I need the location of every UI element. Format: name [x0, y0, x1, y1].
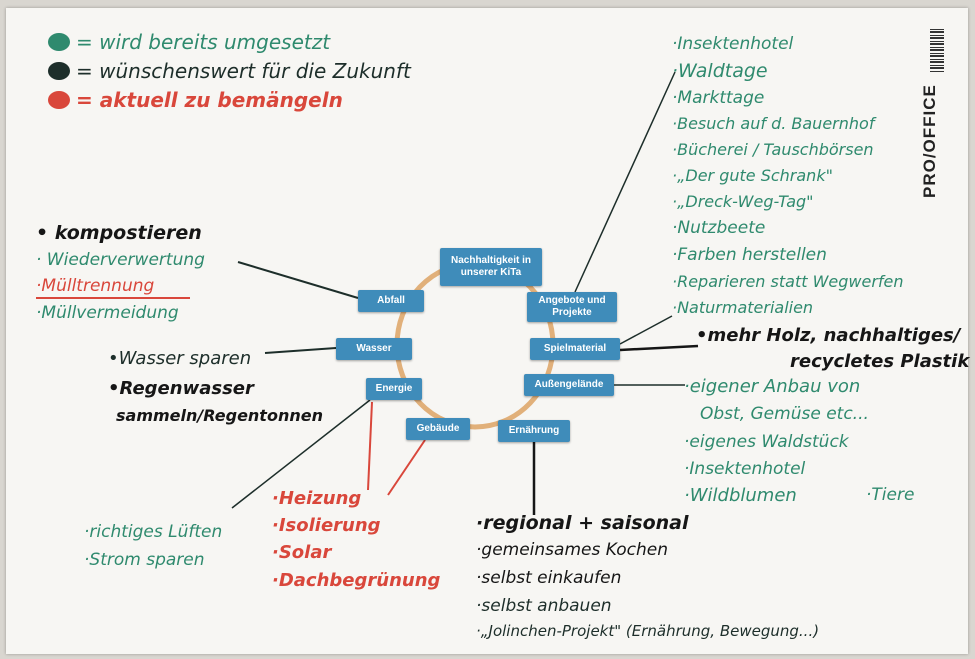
note-gebaeude-4: ·Dachbegrünung	[272, 570, 441, 591]
line-abfall	[237, 261, 359, 299]
legend-dot-deficient	[48, 91, 70, 109]
cycle-center: Nachhaltigkeit in unserer KiTa	[440, 248, 542, 286]
line-gebaeude-red	[387, 439, 426, 496]
legend-deficient: = aktuell zu bemängeln	[76, 88, 343, 112]
node-spielmaterial: Spielmaterial	[530, 338, 620, 360]
node-gebaeude: Gebäude	[406, 418, 470, 440]
line-wasser	[264, 347, 337, 354]
legend-dot-future	[48, 62, 70, 80]
note-ernaehrung-2: ·gemeinsames Kochen	[476, 540, 669, 560]
note-angebote-1: ·Insektenhotel	[672, 34, 794, 54]
note-aussen-1: ·eigener Anbau von	[684, 376, 861, 397]
node-abfall: Abfall	[358, 290, 424, 312]
note-spielmaterial-1: •mehr Holz, nachhaltiges/	[696, 325, 961, 346]
whiteboard	[6, 8, 968, 654]
note-spielmaterial-2: recycletes Plastik	[790, 351, 970, 372]
note-ernaehrung-4: ·selbst anbauen	[476, 596, 612, 616]
line-spielmaterial	[619, 344, 699, 352]
brand-logo: PRO/OFFICE	[920, 84, 939, 198]
note-ernaehrung-1: ·regional + saisonal	[476, 512, 689, 534]
line-angebote	[574, 71, 676, 293]
note-angebote-10: ·Reparieren statt Wegwerfen	[672, 272, 904, 291]
line-spielmaterial-green	[619, 315, 673, 345]
node-angebote: Angebote und Projekte	[527, 292, 617, 322]
note-gebaeude-2: ·Isolierung	[272, 515, 381, 536]
note-gebaeude-3: ·Solar	[272, 542, 332, 563]
legend-implemented: = wird bereits umgesetzt	[76, 30, 331, 54]
note-angebote-9: ·Farben herstellen	[672, 245, 827, 265]
barcode-icon	[930, 28, 944, 72]
note-ernaehrung-5: ·„Jolinchen-Projekt" (Ernährung, Bewegun…	[476, 622, 820, 640]
node-ernaehrung: Ernährung	[498, 420, 570, 442]
node-wasser: Wasser	[336, 338, 412, 360]
note-wasser-3: sammeln/Regentonnen	[116, 406, 323, 425]
note-angebote-5: ·Bücherei / Tauschbörsen	[672, 140, 874, 159]
note-abfall-4: ·Müllvermeidung	[36, 303, 179, 323]
note-energie-1: ·richtiges Lüften	[84, 522, 223, 542]
note-gebaeude-1: ·Heizung	[272, 488, 362, 509]
note-angebote-11: ·Naturmaterialien	[672, 298, 814, 317]
note-aussen-2: Obst, Gemüse etc...	[700, 404, 869, 424]
note-abfall-2: · Wiederverwertung	[36, 250, 205, 270]
note-ernaehrung-3: ·selbst einkaufen	[476, 568, 622, 588]
node-energie: Energie	[366, 378, 422, 400]
note-angebote-3: ·Markttage	[672, 88, 765, 108]
line-energie-red	[367, 401, 373, 491]
note-wasser-1: •Wasser sparen	[108, 348, 252, 369]
note-angebote-4: ·Besuch auf d. Bauernhof	[672, 114, 875, 133]
legend-dot-implemented	[48, 33, 70, 51]
note-aussen-6: ·Tiere	[866, 485, 915, 505]
note-aussen-3: ·eigenes Waldstück	[684, 432, 849, 452]
note-aussen-5: ·Wildblumen	[684, 485, 797, 506]
note-angebote-2: ·Waldtage	[672, 60, 768, 82]
note-wasser-2: •Regenwasser	[108, 378, 254, 399]
note-angebote-6: ·„Der gute Schrank"	[672, 166, 833, 185]
note-energie-2: ·Strom sparen	[84, 550, 205, 570]
note-angebote-7: ·„Dreck-Weg-Tag"	[672, 192, 814, 211]
note-angebote-8: ·Nutzbeete	[672, 218, 766, 238]
legend-future: = wünschenswert für die Zukunft	[76, 59, 411, 83]
note-abfall-3: ·Mülltrennung	[36, 276, 155, 296]
line-energie-green	[231, 399, 371, 509]
note-abfall-1: • kompostieren	[36, 222, 202, 244]
node-aussengelaende: Außengelände	[524, 374, 614, 396]
note-aussen-4: ·Insektenhotel	[684, 459, 806, 479]
